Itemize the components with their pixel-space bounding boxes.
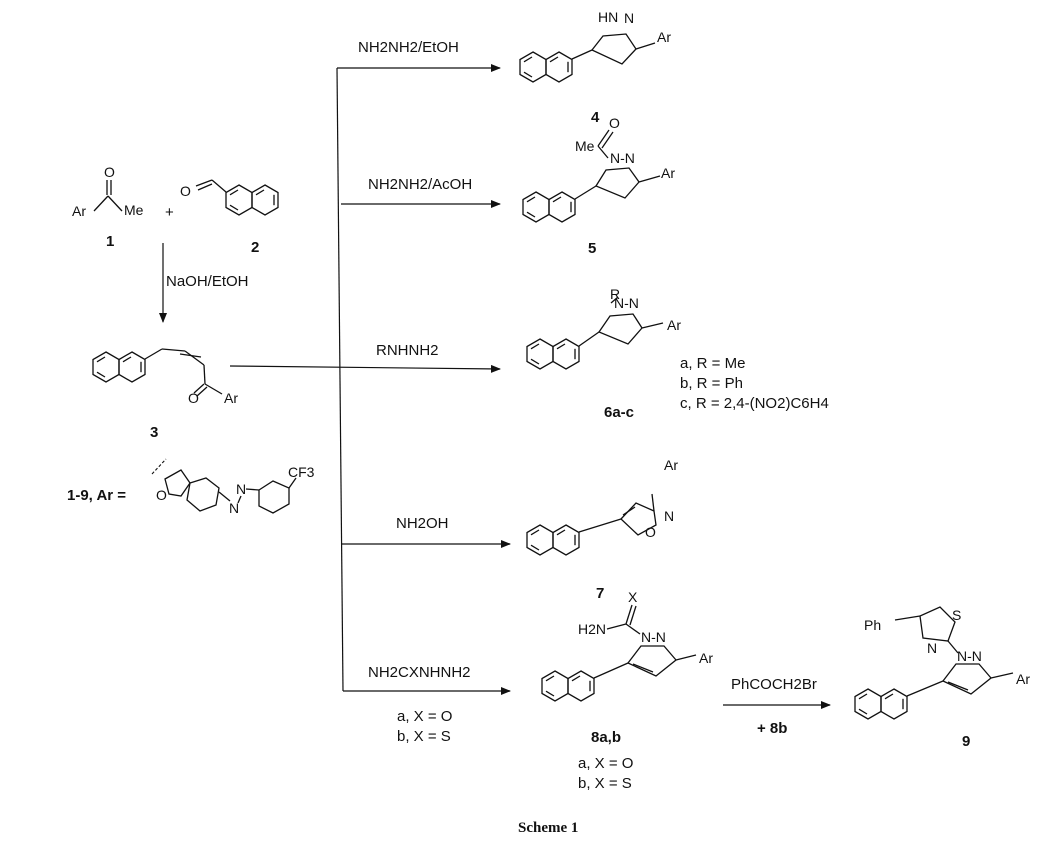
atom-label: O: [188, 390, 199, 406]
compound-3: O Ar 3: [92, 348, 238, 441]
compound-number-2: 2: [251, 239, 259, 256]
compound-number-4: 4: [591, 109, 600, 126]
compound-4: HN N Ar 4: [519, 9, 671, 126]
reagent-semicarbazide: NH2CXNHNH2: [368, 664, 471, 681]
arrow-to-6: [229, 364, 501, 373]
atom-label: N: [624, 10, 634, 26]
atom-label: Ar: [224, 390, 238, 406]
substituent-6c: c, R = 2,4-(NO2)C6H4: [680, 395, 829, 412]
cf3-label: CF3: [288, 464, 315, 480]
plus-sign: +: [165, 204, 174, 221]
atom-label: HN: [598, 9, 618, 25]
compound-6: N-N R Ar a, R = Me b, R = Ph c, R = 2,4-…: [526, 286, 829, 421]
atom-label: N: [236, 481, 246, 497]
atom-label: O: [180, 183, 191, 199]
branch-connector: [336, 67, 344, 692]
ar-definition-label: 1-9, Ar =: [67, 487, 126, 504]
atom-label: R: [610, 286, 620, 302]
atom-label: Ph: [864, 617, 881, 633]
atom-label: N-N: [614, 295, 639, 311]
atom-label: O: [104, 164, 115, 180]
reagent-hydrazine-acoh: NH2NH2/AcOH: [368, 176, 472, 193]
atom-label: X: [628, 589, 638, 605]
substituent-8b: b, X = S: [578, 775, 632, 792]
atom-label: Ar: [657, 29, 671, 45]
atom-label: O: [609, 115, 620, 131]
atom-label: Ar: [664, 457, 678, 473]
compound-number-9: 9: [962, 733, 970, 750]
reagent-8a-note: a, X = O: [397, 708, 452, 725]
atom-label: N: [229, 500, 239, 516]
atom-label: S: [952, 607, 961, 623]
compound-5: N-N Ar O Me 5: [522, 115, 675, 257]
ar-definition: 1-9, Ar = O N N CF3: [67, 458, 315, 516]
reagent-hydrazine-etoh: NH2NH2/EtOH: [358, 39, 459, 56]
atom-label: Ar: [667, 317, 681, 333]
reagent-phenacyl-bromide: PhCOCH2Br: [731, 676, 817, 693]
compound-9: N-N Ar S N Ph 9: [854, 606, 1030, 750]
compound-1: O Ar Me 1: [72, 164, 144, 250]
compound-number-1: 1: [106, 233, 114, 250]
atom-label: Ar: [72, 203, 86, 219]
substituent-6b: b, R = Ph: [680, 375, 743, 392]
compound-number-3: 3: [150, 424, 158, 441]
reagent-naoh: NaOH/EtOH: [166, 273, 249, 290]
atom-label: N: [664, 508, 674, 524]
reagent-8b-label: + 8b: [757, 720, 787, 737]
atom-label: O: [156, 487, 167, 503]
substituent-8a: a, X = O: [578, 755, 633, 772]
compound-2: O 2: [180, 179, 279, 256]
compound-7: O N Ar 7: [526, 457, 678, 602]
compound-number-7: 7: [596, 585, 604, 602]
reagent-rnhnh2: RNHNH2: [376, 342, 439, 359]
atom-label: Ar: [1016, 671, 1030, 687]
reagent-nh2oh: NH2OH: [396, 515, 449, 532]
atom-label: Me: [124, 202, 144, 218]
atom-label: Me: [575, 138, 595, 154]
atom-label: N-N: [957, 648, 982, 664]
compound-number-5: 5: [588, 240, 596, 257]
compound-number-8: 8a,b: [591, 729, 621, 746]
atom-label: N-N: [610, 150, 635, 166]
compound-8: N-N Ar X H2N 8a,b a, X = O b, X = S: [541, 589, 713, 792]
atom-label: N-N: [641, 629, 666, 645]
atom-label: Ar: [699, 650, 713, 666]
atom-label: H2N: [578, 621, 606, 637]
substituent-6a: a, R = Me: [680, 355, 745, 372]
atom-label: N: [927, 640, 937, 656]
compound-number-6: 6a-c: [604, 404, 634, 421]
atom-label: O: [645, 524, 656, 540]
reagent-8b-note: b, X = S: [397, 728, 451, 745]
atom-label: Ar: [661, 165, 675, 181]
scheme-caption: Scheme 1: [518, 820, 578, 836]
